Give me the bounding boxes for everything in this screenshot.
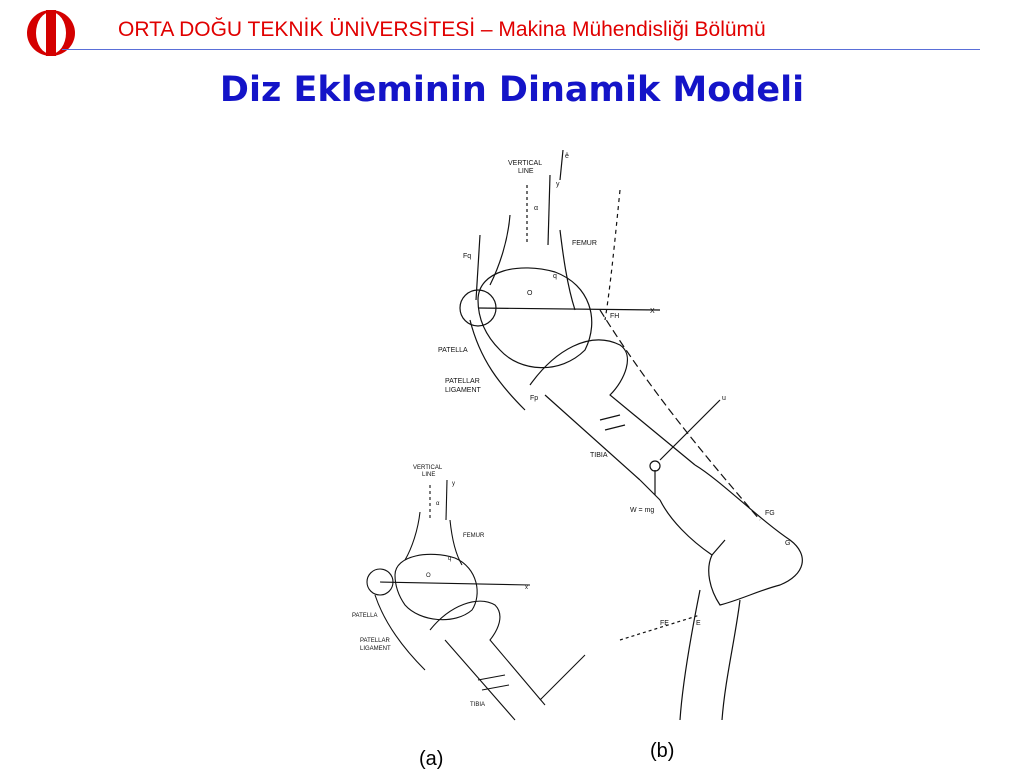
institution-header: ORTA DOĞU TEKNİK ÜNİVERSİTESİ – Makina M…: [118, 18, 766, 41]
label-ligament-b: LIGAMENT: [445, 387, 482, 394]
label-o-b: O: [527, 290, 533, 297]
label-q-a: q: [448, 556, 451, 562]
label-femur-a: FEMUR: [463, 533, 485, 539]
tibia-a: [429, 600, 546, 721]
label-tibia-a: TIBIA: [470, 702, 485, 708]
label-e-b: E: [696, 620, 701, 627]
caption-b: (b): [650, 740, 675, 762]
page-title: Diz Ekleminin Dinamik Modeli: [219, 70, 805, 110]
label-weight-b: W = mg: [630, 507, 654, 514]
femoral-condyle-a: [394, 553, 478, 621]
caption-a: (a): [419, 748, 444, 770]
label-alpha-a: α: [436, 501, 440, 507]
tibia-b: [529, 339, 696, 481]
label-line-a: LINE: [422, 472, 435, 478]
shank-b: [639, 464, 803, 606]
femur-a: [404, 511, 463, 566]
label-patella-b: PATELLA: [438, 347, 468, 354]
label-fh-b: FH: [610, 313, 619, 320]
label-g-b: G: [785, 540, 790, 547]
label-y-a: y: [452, 481, 455, 487]
label-patella-a: PATELLA: [352, 613, 377, 619]
label-patellar-b: PATELLAR: [445, 378, 480, 385]
femoral-condyle-b: [477, 267, 593, 369]
figure-b-labels: VERTICAL LINE FEMUR PATELLA PATELLAR LIG…: [438, 153, 790, 627]
label-ey-b: ê: [565, 153, 569, 160]
label-patellar-a: PATELLAR: [360, 638, 390, 644]
label-ligament-a: LIGAMENT: [360, 646, 391, 652]
figure-a-labels: VERTICAL LINE FEMUR PATELLA PATELLAR LIG…: [352, 465, 528, 708]
label-fq-b: Fq: [463, 253, 471, 260]
header-divider: [62, 49, 980, 50]
label-tibia-b: TIBIA: [590, 452, 608, 459]
label-u-b: u: [722, 395, 726, 402]
label-vertical-line-b: VERTICAL: [508, 160, 542, 167]
label-q-b: q: [553, 273, 557, 280]
label-x-a: x: [525, 585, 528, 591]
label-x-b: X: [650, 308, 655, 315]
label-line-b: LINE: [518, 168, 534, 175]
label-alpha-b: α: [534, 205, 538, 212]
metu-logo-icon: [27, 10, 75, 56]
label-fe-b: FE: [660, 620, 669, 627]
label-o-a: O: [426, 573, 431, 579]
label-vertical-line-a: VERTICAL: [413, 465, 443, 471]
label-y-b: y: [556, 181, 560, 188]
label-fp-b: Fp: [530, 395, 538, 402]
label-femur-b: FEMUR: [572, 240, 597, 247]
label-fg-b: FG: [765, 510, 775, 517]
figure-b: [459, 149, 803, 721]
figure-a: [366, 479, 586, 721]
femur-b: [489, 214, 576, 311]
